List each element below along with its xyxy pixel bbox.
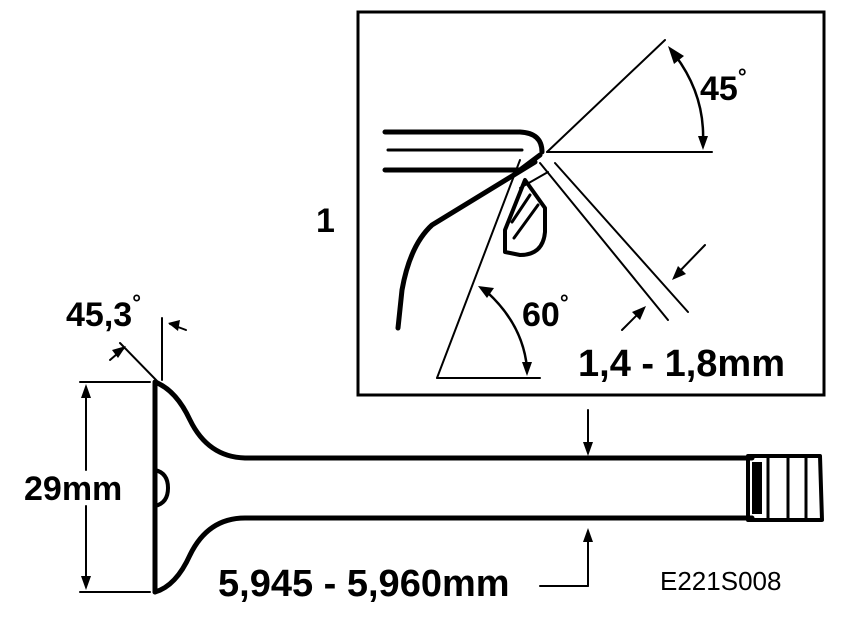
seat-angle-bottom-label: 60° <box>522 290 569 334</box>
stem-tip <box>746 454 824 522</box>
detail-number-label: 1 <box>316 202 335 240</box>
valve-body <box>152 379 824 595</box>
seat-width-construction <box>519 162 706 331</box>
head-diameter-dimension <box>79 381 151 593</box>
face-angle-label: 45,3° <box>66 290 141 334</box>
stem-diameter-dimension <box>539 528 593 587</box>
seat-profile <box>382 129 547 331</box>
seat-width-label: 1,4 - 1,8mm <box>578 343 785 385</box>
seat-angle-top-label: 45° <box>700 64 747 108</box>
detail-callout <box>583 409 593 456</box>
figure-code-label: E221S008 <box>660 566 781 596</box>
face-angle-dimension <box>109 317 187 383</box>
seat-angle-60-construction <box>436 159 541 379</box>
stem-diameter-label: 5,945 - 5,960mm <box>218 563 510 605</box>
seat-angle-45-construction <box>546 39 713 153</box>
seat-insert <box>503 178 547 257</box>
head-diameter-label: 29mm <box>24 470 122 508</box>
